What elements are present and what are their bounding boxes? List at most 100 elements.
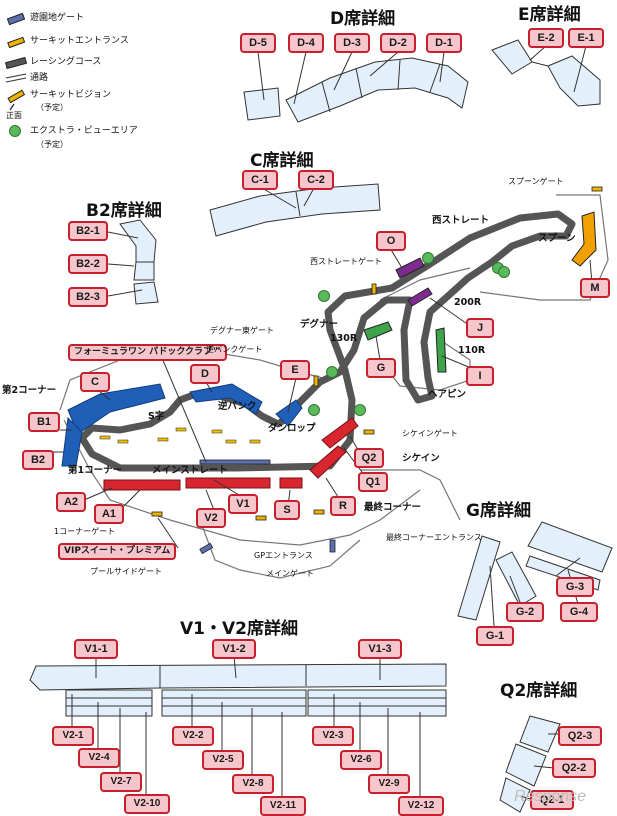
- tag-g4[interactable]: G-4: [560, 602, 598, 622]
- tag-s[interactable]: S: [274, 500, 300, 520]
- tag-d2[interactable]: D-2: [380, 33, 416, 53]
- heading-q2: Q2席詳細: [500, 681, 578, 701]
- tag-b2[interactable]: B2: [22, 450, 54, 470]
- tag-a1[interactable]: A1: [94, 504, 124, 524]
- legend-racing-course: レーシングコース: [30, 57, 102, 67]
- label-s-curve: S字: [148, 411, 165, 422]
- tag-v2-11[interactable]: V2-11: [260, 796, 306, 816]
- tag-g3[interactable]: G-3: [556, 577, 594, 597]
- label-degner-east-gate: デグナー東ゲート: [210, 326, 274, 335]
- label-hairpin: ヘアピン: [428, 389, 467, 400]
- tag-v2-9[interactable]: V2-9: [368, 774, 410, 794]
- legend-passage: 通路: [30, 73, 49, 83]
- tag-j[interactable]: J: [466, 318, 494, 338]
- tag-q2[interactable]: Q2: [354, 448, 384, 468]
- tag-v1-3[interactable]: V1-3: [358, 639, 402, 659]
- tag-v1[interactable]: V1: [228, 494, 258, 514]
- tag-f1-paddock-club[interactable]: フォーミュラワン パドッククラブ™: [68, 344, 228, 361]
- d-section-diagram: [243, 57, 469, 123]
- label-west-straight-gate: 西ストレートゲート: [310, 257, 382, 266]
- tag-g[interactable]: G: [366, 358, 396, 378]
- tag-v2-6[interactable]: V2-6: [340, 750, 382, 770]
- tag-b1[interactable]: B1: [28, 412, 60, 432]
- tag-q2-2[interactable]: Q2-2: [552, 758, 596, 778]
- label-west-straight: 西ストレート: [432, 215, 490, 226]
- other-stands: [363, 211, 597, 373]
- label-spoon-gate: スプーンゲート: [508, 177, 564, 186]
- watermark: Response: [514, 788, 587, 805]
- tag-b2-1[interactable]: B2-1: [68, 221, 108, 241]
- tag-q2-1[interactable]: Q2-1: [530, 790, 574, 810]
- label-final-corner: 最終コーナー: [364, 502, 422, 513]
- tag-g2[interactable]: G-2: [506, 602, 544, 622]
- tag-v1-2[interactable]: V1-2: [212, 639, 256, 659]
- tag-v2-8[interactable]: V2-8: [232, 774, 274, 794]
- heading-c: C席詳細: [250, 151, 314, 171]
- tag-v2[interactable]: V2: [196, 508, 226, 528]
- tag-b2-3[interactable]: B2-3: [68, 287, 108, 307]
- label-110r: 110R: [458, 345, 486, 356]
- tag-a2[interactable]: A2: [56, 492, 86, 512]
- gates: [151, 186, 603, 555]
- heading-e: E席詳細: [518, 5, 581, 25]
- label-130r: 130R: [330, 333, 358, 344]
- tag-c[interactable]: C: [80, 372, 110, 392]
- racing-course: [78, 210, 576, 472]
- label-reverse-bank: 逆バンク: [218, 401, 257, 412]
- label-spoon: スプーン: [538, 233, 576, 244]
- tag-m[interactable]: M: [580, 278, 610, 298]
- tag-d[interactable]: D: [190, 364, 220, 384]
- label-200r: 200R: [454, 297, 482, 308]
- e-section-diagram: [491, 39, 601, 107]
- tag-c1[interactable]: C-1: [242, 170, 278, 190]
- legend-park-gate: 遊園地ゲート: [30, 13, 85, 23]
- tag-r[interactable]: R: [330, 496, 356, 516]
- tag-b2-2[interactable]: B2-2: [68, 254, 108, 274]
- legend-extra-view-area: エクストラ・ビューエリア: [30, 126, 138, 136]
- label-main-gate: メインゲート: [266, 569, 314, 578]
- label-chicane: シケイン: [402, 453, 440, 464]
- legend-planned-1: （予定）: [36, 103, 68, 112]
- label-first-corner-gate: 1コーナーゲート: [54, 527, 116, 536]
- v-leader-lines: [71, 655, 421, 798]
- legend-icons: [4, 12, 28, 137]
- label-gp-entrance: GPエントランス: [254, 551, 313, 560]
- tag-v2-4[interactable]: V2-4: [78, 748, 120, 768]
- tag-e1[interactable]: E-1: [568, 28, 604, 48]
- tag-v2-7[interactable]: V2-7: [100, 772, 142, 792]
- tag-v2-5[interactable]: V2-5: [202, 750, 244, 770]
- tag-v2-10[interactable]: V2-10: [124, 794, 170, 814]
- tag-c2[interactable]: C-2: [298, 170, 334, 190]
- tag-v1-1[interactable]: V1-1: [74, 639, 118, 659]
- tag-d3[interactable]: D-3: [334, 33, 370, 53]
- tag-d1[interactable]: D-1: [426, 33, 462, 53]
- label-first-corner: 第1コーナー: [68, 465, 123, 476]
- tag-d4[interactable]: D-4: [288, 33, 324, 53]
- tag-e2[interactable]: E-2: [528, 28, 564, 48]
- tag-d5[interactable]: D-5: [240, 33, 276, 53]
- label-final-corner-entrance: 最終コーナーエントランス: [386, 533, 482, 542]
- tag-i[interactable]: I: [466, 366, 494, 386]
- label-poolside-gate: プールサイドゲート: [90, 567, 162, 576]
- legend-circuit-entrance: サーキットエントランス: [30, 36, 129, 46]
- tag-q1[interactable]: Q1: [358, 472, 388, 492]
- heading-d: D席詳細: [330, 9, 396, 29]
- curb-marks: [99, 427, 261, 444]
- tag-q2-3[interactable]: Q2-3: [558, 726, 602, 746]
- tag-v2-1[interactable]: V2-1: [52, 726, 94, 746]
- tag-o[interactable]: O: [376, 231, 406, 251]
- tag-v2-3[interactable]: V2-3: [312, 726, 354, 746]
- tag-v2-2[interactable]: V2-2: [172, 726, 214, 746]
- tag-v2-12[interactable]: V2-12: [398, 796, 444, 816]
- v-section-diagram: [29, 663, 447, 717]
- label-main-straight: メインストレート: [152, 465, 228, 476]
- heading-g: G席詳細: [466, 501, 531, 521]
- label-dunlop: ダンロップ: [268, 423, 316, 434]
- label-degner: デグナー: [300, 319, 339, 330]
- label-chicane-gate: シケインゲート: [402, 429, 458, 438]
- tag-g1[interactable]: G-1: [476, 626, 514, 646]
- tag-e[interactable]: E: [280, 360, 310, 380]
- tag-vip-suite[interactable]: VIPスイート・プレミアム: [58, 543, 177, 560]
- extra-view-areas: [308, 252, 510, 416]
